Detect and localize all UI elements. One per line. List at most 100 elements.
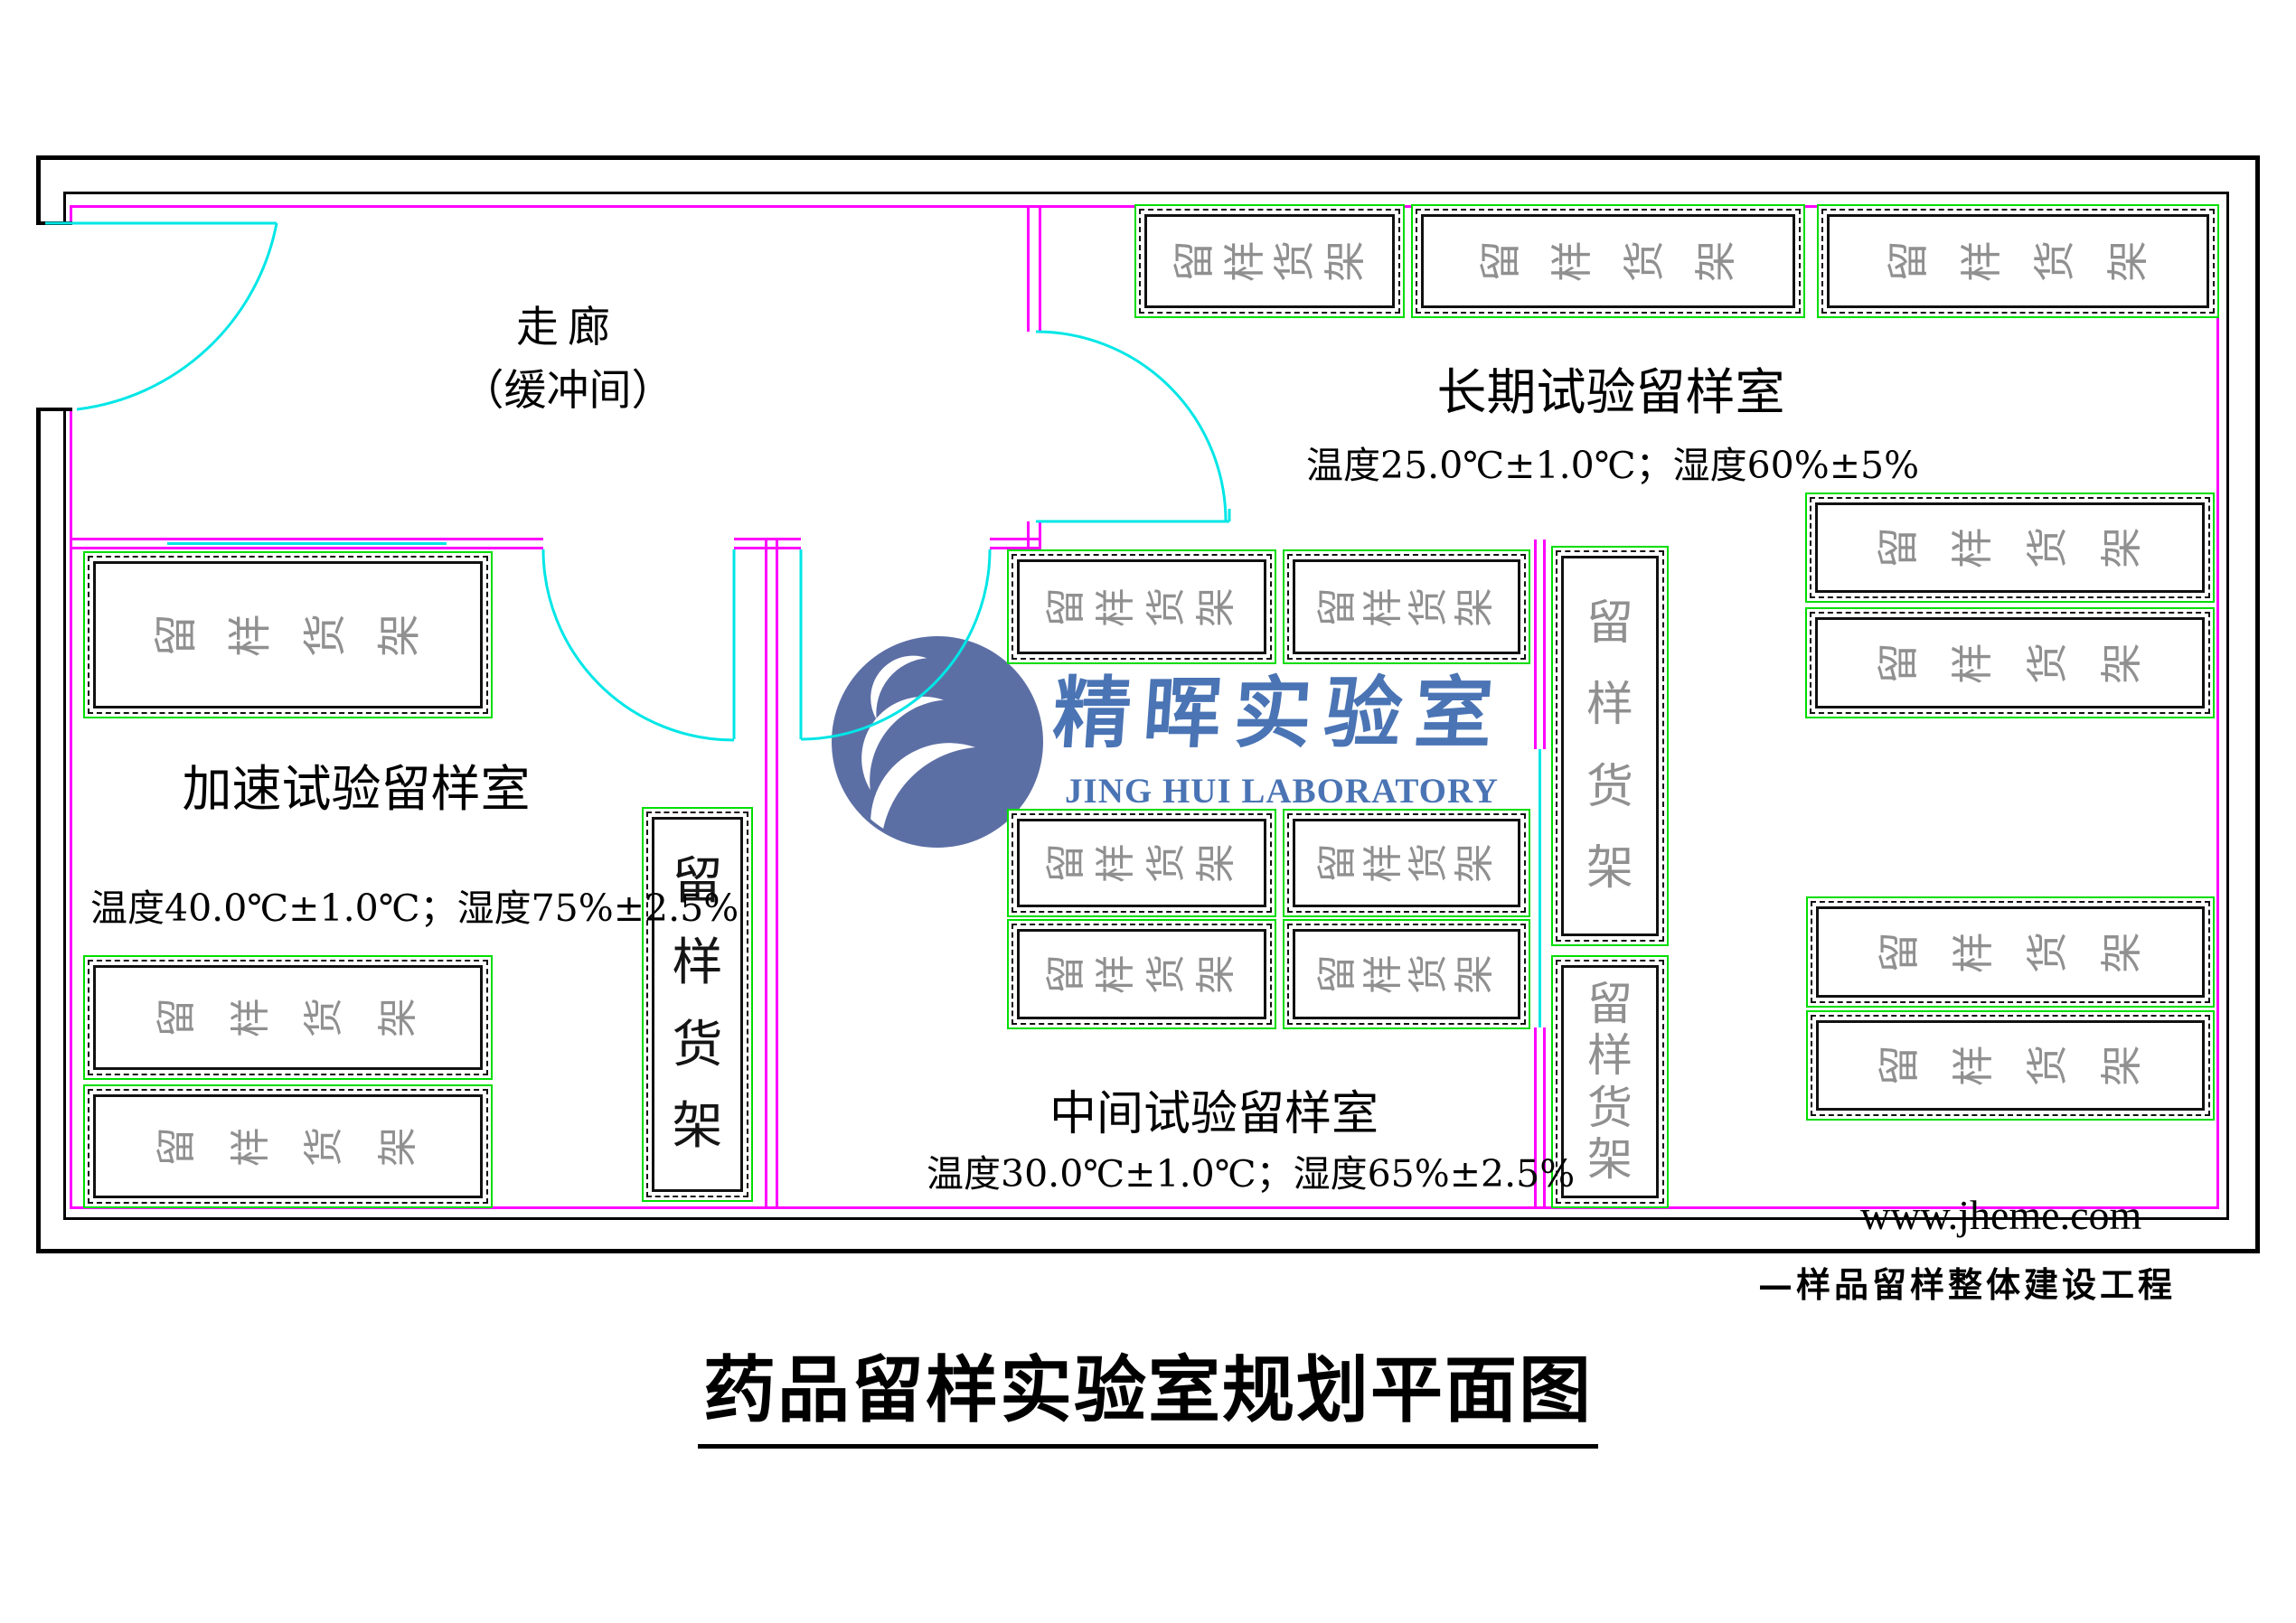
shelf-label-char: 样 [1586,678,1633,733]
longterm-door [1035,330,1231,523]
shelf-label-char: 样 [1219,240,1269,282]
shelf-lt-right-1: 留样货架 [1805,493,2215,603]
shelf-label-char: 样 [1360,586,1407,627]
shelf-label-char: 货 [1143,843,1190,883]
page-title-text: 药品留样实验室规划平面图 [698,1345,1598,1449]
shelf-label-char: 架 [1452,843,1499,883]
shelf-hatch-border: 留样货架 [1287,554,1526,660]
shelf-label-char: 货 [672,1015,723,1074]
shelf-label-char: 留 [1476,240,1526,282]
shelf-label-char: 留 [1043,954,1090,994]
shelf-hatch-border: 留样货架 [1810,612,2210,714]
shelf-label-char: 货 [1406,954,1453,994]
shelf-label: 留样货架 [93,561,483,708]
shelf-label-char: 货 [1143,954,1190,994]
shelf-label-char: 留 [1170,240,1219,282]
shelf-label: 留样货架 [1017,929,1266,1019]
shelf-hatch-border: 留样货架 [1287,813,1526,913]
accelerated-door-swing [541,549,735,742]
shelf-hatch-border: 留样货架 [88,556,488,714]
shelf-label-char: 留 [1586,596,1633,651]
shelf-label-char: 货 [1587,1081,1633,1134]
shelf-label-char: 架 [2103,240,2152,282]
shelf-label-char: 留 [672,852,723,912]
shelf-lt-right-4: 留样货架 [1806,1010,2215,1121]
shelf-label-char: 货 [2022,931,2072,973]
shelf-label-char: 留 [1313,954,1360,994]
shelf-label-char: 留 [150,613,202,657]
shelf-hatch-border: 留样货架 [88,1089,488,1204]
shelf-label-char: 留 [1587,977,1633,1030]
shelf-label-char: 架 [2096,931,2146,973]
corridor-label-line2: （缓冲间） [461,366,674,416]
shelf-label-char: 留 [153,998,200,1037]
wall-intermediate-longterm [1534,539,1546,1208]
room-label-accelerated: 加速试验留样室 [182,760,531,818]
shelf-label-char: 留 [1875,1045,1924,1086]
shelf-lt-vert-1: 留样货架 [1551,546,1669,946]
shelf-label-char: 架 [1452,586,1499,627]
shelf-label: 留样货架 [1815,502,2205,593]
shelf-label-char: 架 [1587,1133,1633,1187]
shelf-label-char: 留 [1043,586,1090,627]
shelf-mid-r3c1: 留样货架 [1007,919,1276,1029]
shelf-label-char: 架 [672,1096,723,1156]
wall-corridor-longterm [1027,206,1041,549]
shelf-hatch-border: 留样货架 [1810,497,2210,598]
shelf-lt-top-3: 留样货架 [1817,204,2219,318]
shelf-label-char: 留 [153,1126,200,1167]
shelf-hatch-border: 留样货架 [1012,813,1272,913]
shelf-label-char: 架 [1192,843,1239,883]
shelf-label-char: 留 [1884,240,1934,282]
intermediate-door-swing [800,549,992,741]
shelf-label-char: 货 [1270,240,1320,282]
shelf-label: 留样货架 [1816,1020,2205,1111]
entrance-door-swing [76,222,278,411]
shelf-label-char: 架 [1586,841,1633,896]
logo-english-name: JING HUI LABORATORY [1065,772,1499,811]
shelf-label: 留样货架 [1017,559,1266,654]
shelf-label-char: 留 [1313,843,1360,883]
shelf-label-char: 样 [1957,240,2007,282]
shelf-label: 留样货架 [1815,617,2205,708]
room-conditions-accelerated: 温度40.0℃±1.0℃；湿度75%±2.5% [90,887,739,930]
room-label-long-term: 长期试验留样室 [1436,363,1785,421]
entrance-opening [33,225,76,408]
intermediate-door [799,549,992,741]
logo-chinese-name: 精晖实验室 [1049,668,1509,759]
shelf-label-char: 架 [2096,642,2146,684]
corridor-bottom-wall-left [71,538,543,549]
shelf-hatch-border: 留样货架 [1556,550,1664,942]
shelf-label: 留样货架 [1293,819,1520,907]
shelf-label-char: 架 [1320,240,1369,282]
shelf-label-char: 样 [1360,843,1407,883]
shelf-mid-r3c2: 留样货架 [1283,919,1530,1029]
shelf-mid-r1c1: 留样货架 [1007,549,1276,664]
shelf-label-char: 架 [1452,954,1499,994]
shelf-label-char: 样 [1093,843,1140,883]
shelf-label-char: 架 [1192,954,1239,994]
wall-accelerated-intermediate [765,539,778,1208]
inner-wall-line [63,192,2229,1220]
shelf-lt-right-3: 留样货架 [1806,896,2215,1008]
shelf-label-char: 架 [1192,586,1239,627]
shelf-label-char: 样 [1548,240,1597,282]
shelf-label-char: 货 [299,613,351,657]
shelf-label: 留样货架 [1827,214,2209,308]
shelf-hatch-border: 留样货架 [1556,960,1664,1204]
shelf-lt-top-2: 留样货架 [1411,204,1805,318]
shelf-label-char: 样 [227,998,274,1037]
shelf-hatch-border: 留样货架 [1287,924,1526,1025]
shelf-label-char: 留 [1874,642,1924,684]
shelf-label-char: 架 [374,613,426,657]
shelf-label: 留样货架 [1561,556,1659,936]
shelf-label-char: 货 [2022,642,2072,684]
shelf-label: 留样货架 [93,1094,483,1198]
shelf-hatch-border: 留样货架 [1012,554,1272,660]
shelf-lt-right-2: 留样货架 [1805,607,2215,718]
shelf-label-char: 样 [1587,1029,1633,1083]
shelf-label-char: 样 [1093,586,1140,627]
shelf-label-char: 货 [1406,843,1453,883]
shelf-label-char: 货 [1406,586,1453,627]
shelf-label-char: 样 [1948,527,1998,568]
